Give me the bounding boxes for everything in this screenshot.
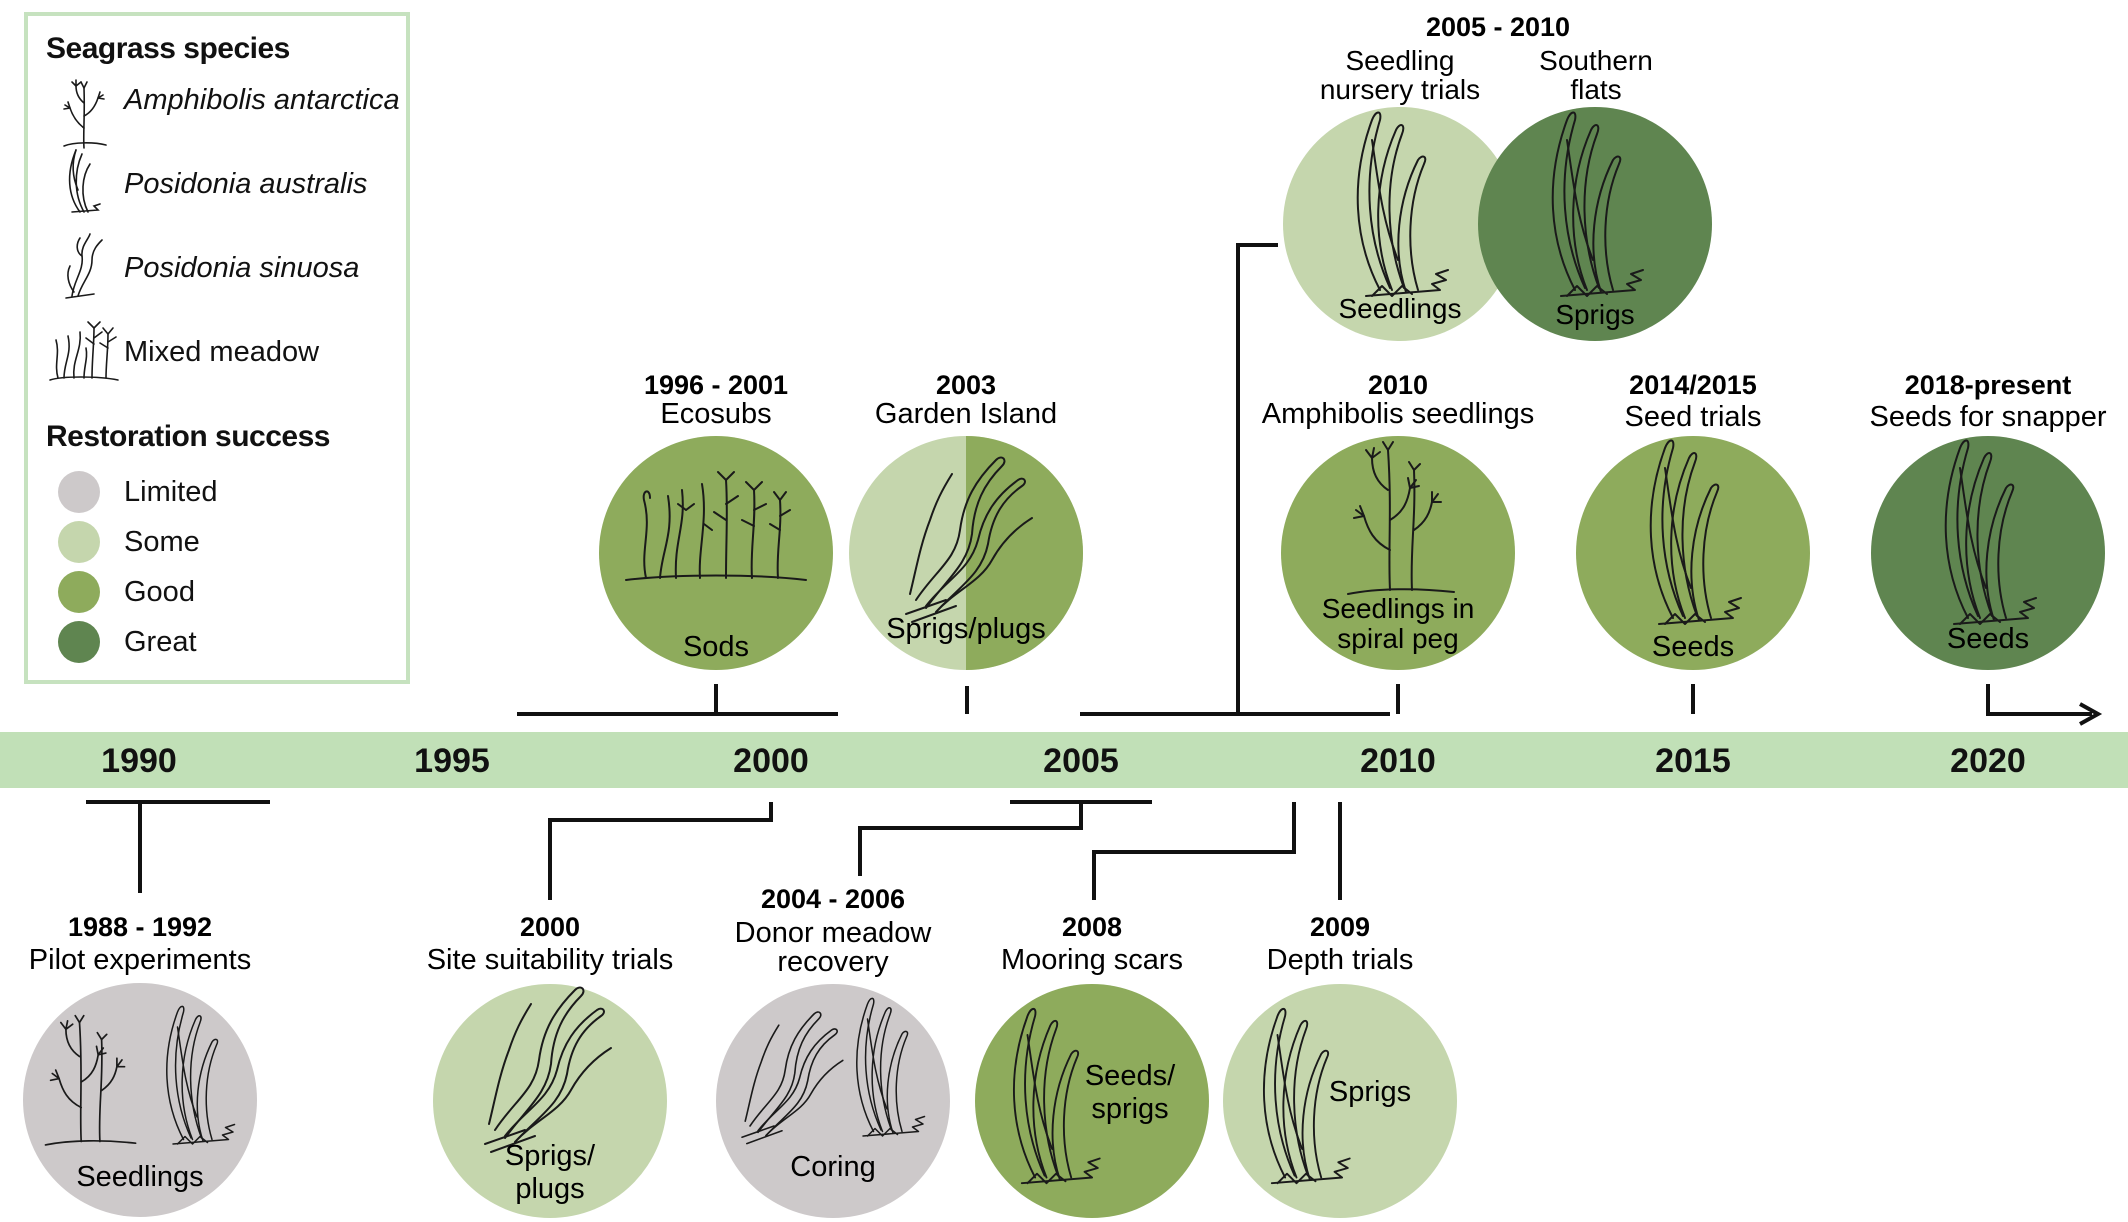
circle-title-line: nursery trials: [1320, 74, 1480, 105]
event-seed-trials: 2014/2015 Seed trials Seeds: [1576, 370, 1810, 670]
swatch-some: [58, 521, 100, 563]
amphibolis-icon: [63, 79, 107, 149]
success-circle: [1223, 984, 1457, 1218]
event-amphibolis: 2010 Amphibolis seedlings Seedlings in s…: [1262, 370, 1534, 670]
method-label: Sods: [683, 631, 749, 663]
method-label: Sprigs: [1555, 299, 1634, 330]
swatch-good: [58, 571, 100, 613]
success-circle: [433, 984, 667, 1218]
event-years: 1996 - 2001: [644, 370, 788, 400]
connector: [858, 802, 1083, 876]
posidonia-australis-icon: [68, 149, 101, 213]
arrow-head-icon: [2079, 702, 2103, 726]
event-years: 1988 - 1992: [68, 912, 212, 942]
event-title: Mooring scars: [1001, 944, 1183, 976]
method-label: Seedlings: [1339, 293, 1462, 324]
method-label-line: spiral peg: [1337, 623, 1458, 654]
method-label: Seeds: [1652, 631, 1734, 663]
method-label-line: plugs: [515, 1173, 584, 1205]
event-title: Garden Island: [875, 398, 1057, 430]
event-years: 2009: [1310, 912, 1370, 942]
event-title: Depth trials: [1267, 944, 1414, 976]
method-label-line: Seeds/: [1085, 1060, 1176, 1092]
event-title: Pilot experiments: [29, 944, 251, 976]
event-title: Site suitability trials: [427, 944, 674, 976]
connector: [1092, 802, 1296, 900]
connector: [1986, 684, 2092, 716]
event-donor-meadow: 2004 - 2006 Donor meadow recovery Coring: [716, 884, 950, 1218]
year-tick: 1995: [414, 742, 490, 780]
success-circle: [23, 983, 257, 1217]
circle-title-line: Southern: [1539, 45, 1653, 76]
connector: [1236, 243, 1278, 714]
event-title: Ecosubs: [660, 398, 771, 430]
event-title: Amphibolis seedlings: [1262, 398, 1534, 430]
event-years: 2014/2015: [1629, 370, 1757, 400]
method-label-line: sprigs: [1091, 1093, 1168, 1125]
event-mooring-scars: 2008 Mooring scars Seeds/ sprigs: [975, 912, 1209, 1218]
event-years: 2004 - 2006: [761, 884, 905, 914]
legend-success-title: Restoration success: [46, 420, 330, 453]
event-garden-island: 2003 Garden Island Sprigs/plugs: [849, 370, 1083, 670]
method-label: Seedlings: [76, 1161, 203, 1193]
event-years: 2008: [1062, 912, 1122, 942]
method-label: Sprigs/plugs: [886, 613, 1046, 645]
event-ecosubs: 1996 - 2001 Ecosubs Sods: [599, 370, 833, 670]
connectors: [86, 243, 2103, 900]
method-label: Coring: [790, 1151, 875, 1183]
event-years: 2005 - 2010: [1426, 12, 1570, 42]
legend-species-label: Posidonia australis: [124, 168, 368, 200]
legend-species-label: Mixed meadow: [124, 336, 320, 368]
method-label: Seeds: [1947, 623, 2029, 655]
event-years: 2018-present: [1905, 370, 2072, 400]
legend-success-label: Great: [124, 626, 197, 658]
year-tick: 2000: [733, 742, 809, 780]
year-tick: 2010: [1360, 742, 1436, 780]
success-circle: [599, 436, 833, 670]
legend-success-label: Some: [124, 526, 200, 558]
connector: [548, 802, 773, 900]
success-circle: [716, 984, 950, 1218]
event-years: 2010: [1368, 370, 1428, 400]
event-site-suitability: 2000 Site suitability trials Sprigs/ plu…: [427, 912, 674, 1218]
legend-species-label: Amphibolis antarctica: [124, 84, 400, 116]
method-label-line: Seedlings in: [1322, 593, 1475, 624]
event-seeds-for-snapper: 2018-present Seeds for snapper Seeds: [1870, 370, 2107, 670]
legend-success-label: Limited: [124, 476, 218, 508]
event-nursery-southern-flats: 2005 - 2010 Seedling nursery trials Sout…: [1283, 12, 1712, 341]
success-circle: [975, 984, 1209, 1218]
legend-species-title: Seagrass species: [46, 32, 290, 65]
year-tick: 2005: [1043, 742, 1119, 780]
timeline-band: [0, 732, 2128, 788]
event-depth-trials: 2009 Depth trials Sprigs: [1223, 912, 1457, 1218]
posidonia-sinuosa-icon: [65, 233, 103, 299]
legend-species-label: Posidonia sinuosa: [124, 252, 360, 284]
event-years: 2000: [520, 912, 580, 942]
success-circle: [1281, 436, 1515, 670]
event-years: 2003: [936, 370, 996, 400]
event-pilot-experiments: 1988 - 1992 Pilot experiments Seedlings: [23, 912, 257, 1217]
year-tick: 2020: [1950, 742, 2026, 780]
event-title-line: Donor meadow: [735, 917, 933, 949]
event-title: Seed trials: [1624, 401, 1761, 433]
circle-title-line: flats: [1570, 74, 1621, 105]
event-title-line: recovery: [777, 946, 889, 978]
swatch-limited: [58, 471, 100, 513]
legend: Seagrass species Amphibolis antarctica P…: [24, 12, 410, 684]
legend-success-label: Good: [124, 576, 195, 608]
mixed-meadow-icon: [49, 321, 119, 381]
event-title: Seeds for snapper: [1870, 401, 2107, 433]
method-label-line: Sprigs/: [505, 1140, 596, 1172]
method-label: Sprigs: [1329, 1076, 1411, 1108]
swatch-great: [58, 621, 100, 663]
year-tick: 1990: [101, 742, 177, 780]
success-circle-half: [966, 436, 1083, 670]
year-tick: 2015: [1655, 742, 1731, 780]
circle-title-line: Seedling: [1346, 45, 1455, 76]
